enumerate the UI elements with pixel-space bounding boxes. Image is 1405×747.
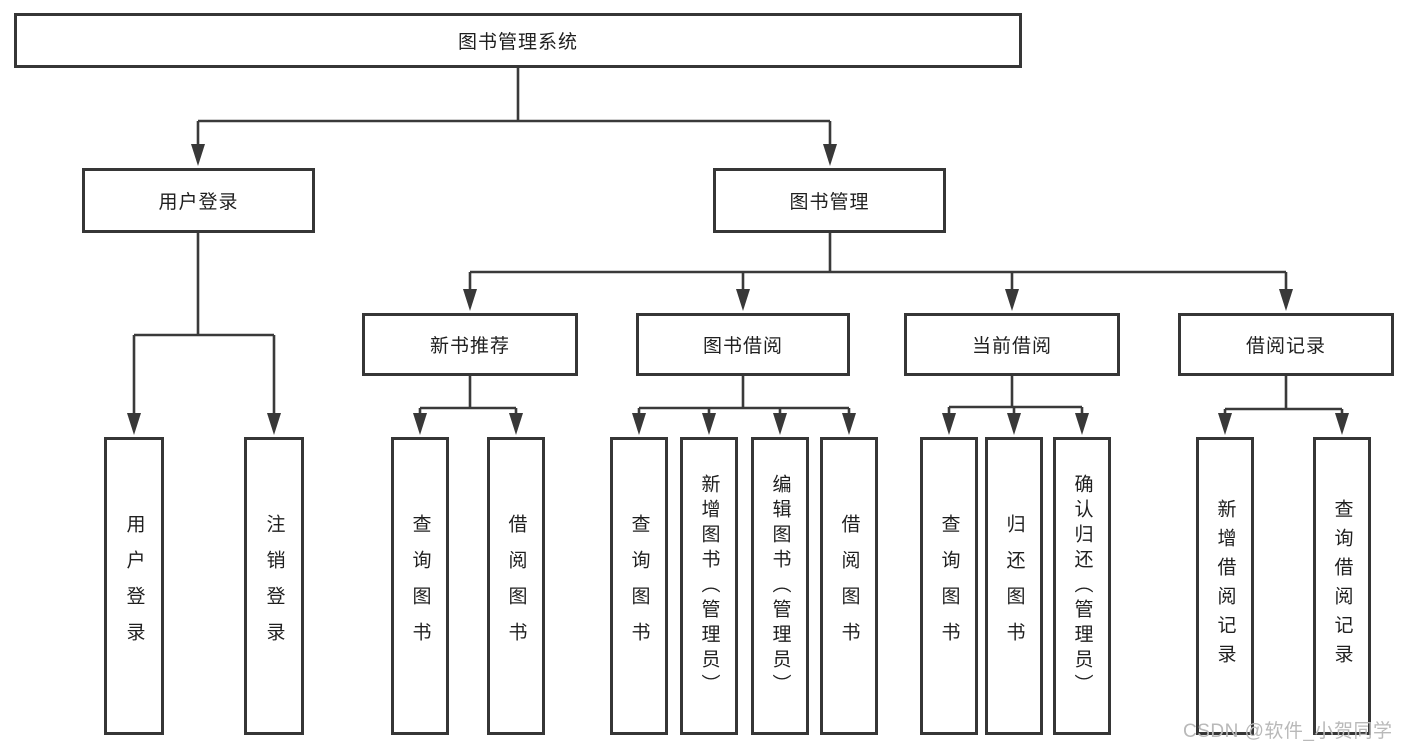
node-user-login: 用户登录 bbox=[82, 168, 315, 233]
leaf-query-books-recommendation: 查询图书 bbox=[391, 437, 449, 735]
arrow-down-icon bbox=[1279, 289, 1293, 311]
leaf-return-books: 归还图书 bbox=[985, 437, 1043, 735]
node-label: 新增图书（管理员） bbox=[698, 473, 720, 699]
arrow-down-icon bbox=[942, 413, 956, 435]
node-label: 查询图书 bbox=[409, 514, 431, 658]
leaf-add-book-admin: 新增图书（管理员） bbox=[680, 437, 738, 735]
connector-root-to-level2 bbox=[191, 68, 837, 166]
node-label: 查询图书 bbox=[628, 514, 650, 658]
arrow-down-icon bbox=[773, 413, 787, 435]
node-label: 归还图书 bbox=[1003, 514, 1025, 658]
node-label: 注销登录 bbox=[263, 514, 285, 658]
arrow-down-icon bbox=[509, 413, 523, 435]
leaf-borrow-books-borrowing: 借阅图书 bbox=[820, 437, 878, 735]
node-label: 借阅图书 bbox=[838, 514, 860, 658]
node-new-book-recommendation: 新书推荐 bbox=[362, 313, 578, 376]
node-label: 图书借阅 bbox=[702, 336, 783, 357]
connector-current-borrowing-to-leaves bbox=[942, 376, 1089, 435]
node-borrowing-records: 借阅记录 bbox=[1178, 313, 1394, 376]
node-label: 查询借阅记录 bbox=[1331, 499, 1353, 673]
leaf-logout: 注销登录 bbox=[244, 437, 304, 735]
arrow-down-icon bbox=[1007, 413, 1021, 435]
arrow-down-icon bbox=[127, 413, 141, 435]
leaf-user-login: 用户登录 bbox=[104, 437, 164, 735]
arrow-down-icon bbox=[463, 289, 477, 311]
arrow-down-icon bbox=[736, 289, 750, 311]
arrow-down-icon bbox=[1005, 289, 1019, 311]
connector-borrowing-records-to-leaves bbox=[1218, 376, 1349, 435]
node-label: 用户登录 bbox=[158, 192, 239, 213]
leaf-borrow-books-recommendation: 借阅图书 bbox=[487, 437, 545, 735]
node-label: 用户登录 bbox=[123, 514, 145, 658]
leaf-query-books-borrowing: 查询图书 bbox=[610, 437, 668, 735]
node-book-borrowing: 图书借阅 bbox=[636, 313, 850, 376]
arrow-down-icon bbox=[413, 413, 427, 435]
arrow-down-icon bbox=[1075, 413, 1089, 435]
node-label: 编辑图书（管理员） bbox=[769, 473, 791, 699]
connector-book-borrowing-to-leaves bbox=[632, 376, 856, 435]
node-label: 新增借阅记录 bbox=[1214, 499, 1236, 673]
leaf-query-books-current: 查询图书 bbox=[920, 437, 978, 735]
arrow-down-icon bbox=[267, 413, 281, 435]
node-label: 新书推荐 bbox=[429, 336, 510, 357]
leaf-edit-book-admin: 编辑图书（管理员） bbox=[751, 437, 809, 735]
node-label: 当前借阅 bbox=[971, 336, 1052, 357]
connector-new-book-recommendation-to-leaves bbox=[413, 376, 523, 435]
arrow-down-icon bbox=[191, 144, 205, 166]
node-label: 借阅图书 bbox=[505, 514, 527, 658]
arrow-down-icon bbox=[842, 413, 856, 435]
node-current-borrowing: 当前借阅 bbox=[904, 313, 1120, 376]
node-label: 图书管理 bbox=[789, 192, 870, 213]
watermark: CSDN @软件_小贺同学 bbox=[1183, 721, 1393, 742]
arrow-down-icon bbox=[632, 413, 646, 435]
connector-user-login-to-leaves bbox=[127, 233, 281, 435]
node-label: 图书管理系统 bbox=[457, 32, 578, 53]
node-label: 确认归还（管理员） bbox=[1071, 473, 1093, 699]
node-label: 借阅记录 bbox=[1245, 336, 1326, 357]
leaf-query-borrowing-record: 查询借阅记录 bbox=[1313, 437, 1371, 735]
arrow-down-icon bbox=[702, 413, 716, 435]
leaf-add-borrowing-record: 新增借阅记录 bbox=[1196, 437, 1254, 735]
connector-book-management-to-level3 bbox=[463, 233, 1293, 311]
arrow-down-icon bbox=[823, 144, 837, 166]
arrow-down-icon bbox=[1218, 413, 1232, 435]
arrow-down-icon bbox=[1335, 413, 1349, 435]
node-library-management-system: 图书管理系统 bbox=[14, 13, 1022, 68]
node-book-management: 图书管理 bbox=[713, 168, 946, 233]
leaf-confirm-return-admin: 确认归还（管理员） bbox=[1053, 437, 1111, 735]
node-label: 查询图书 bbox=[938, 514, 960, 658]
